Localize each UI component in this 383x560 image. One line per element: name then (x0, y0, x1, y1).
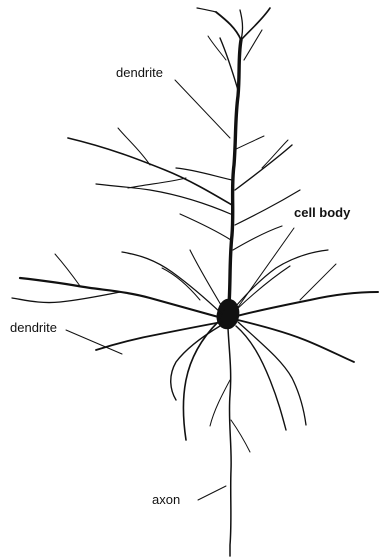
oblique-dendrite (96, 184, 233, 215)
apical-dendrite (216, 12, 241, 40)
oblique-dendrite (262, 140, 288, 168)
basal-dendrite (96, 322, 222, 350)
basal-dendrite (162, 268, 200, 300)
axon-leader-line (198, 486, 226, 500)
oblique-dendrite (68, 138, 232, 205)
dendrite-left-leader-line (66, 330, 122, 354)
apical-dendrite (234, 136, 264, 150)
basal-dendrite (12, 292, 120, 303)
basal-dendrite (238, 320, 354, 362)
oblique-dendrite (235, 190, 300, 225)
dendrite-top-leader-line (175, 80, 230, 138)
basal-dendrite (183, 322, 218, 440)
basal-dendrite (171, 326, 220, 400)
cell-body-label: cell body (294, 206, 350, 219)
basal-dendrite (20, 278, 222, 318)
oblique-dendrite (118, 128, 150, 165)
apical-dendrite (240, 10, 243, 40)
axon (228, 328, 231, 556)
oblique-dendrite (233, 226, 282, 250)
basal-dendrite (237, 292, 378, 316)
axon-collateral (210, 380, 230, 426)
apical-dendrite (197, 8, 216, 12)
basal-dendrite (300, 264, 336, 300)
oblique-dendrite (180, 214, 231, 240)
axon-collateral (231, 420, 250, 452)
basal-dendrite (55, 254, 80, 286)
apical-dendrite (241, 8, 270, 40)
apical-dendrite (220, 38, 238, 90)
oblique-dendrite (128, 178, 186, 188)
oblique-dendrite (235, 145, 292, 190)
basal-dendrite (236, 326, 286, 430)
axon-label: axon (152, 493, 180, 506)
dendrite-label: dendrite (10, 321, 57, 334)
dendrite-label: dendrite (116, 66, 163, 79)
